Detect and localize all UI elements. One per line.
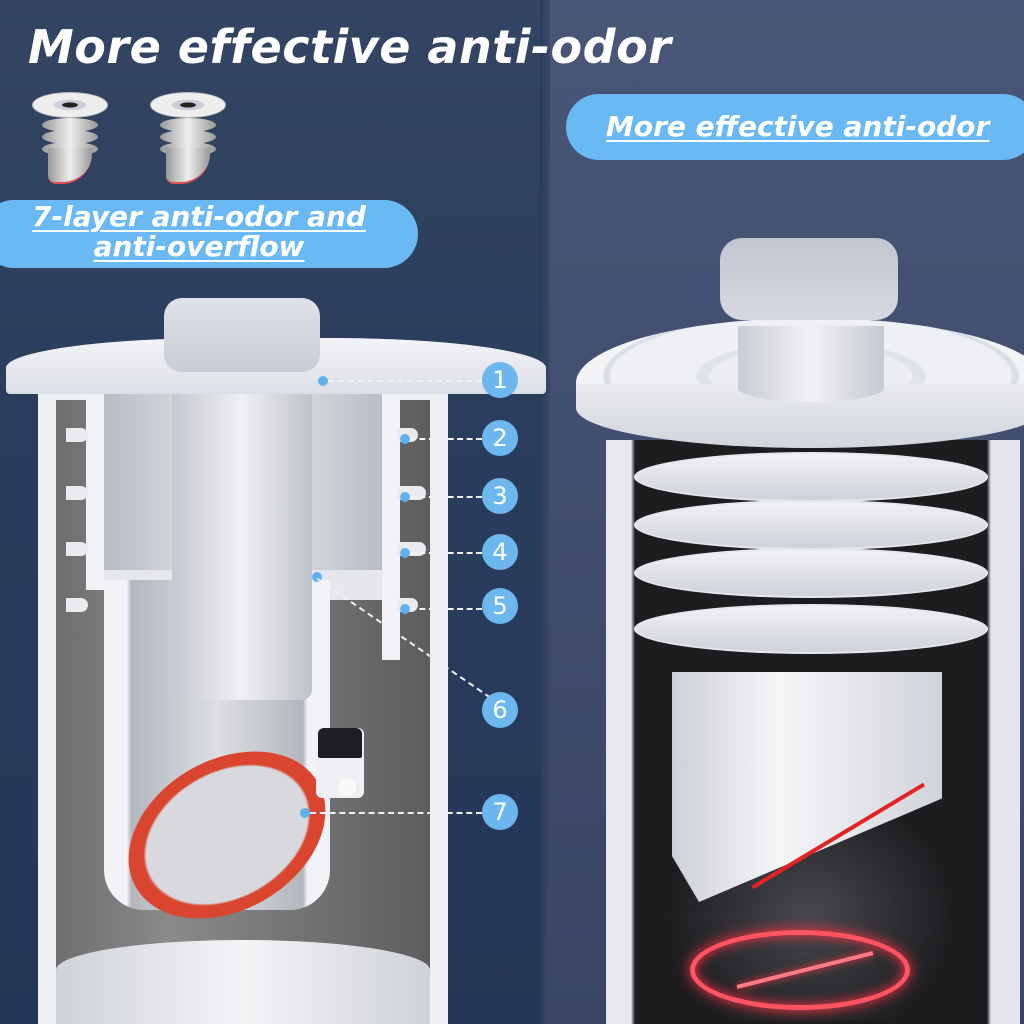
headline: More effective anti-odor <box>28 20 672 74</box>
bellow-ring <box>634 500 988 550</box>
seal-fin <box>66 542 88 556</box>
feature-line-1: 7-layer anti-odor and <box>32 200 366 233</box>
bottom-sleeve <box>56 940 430 1024</box>
feature-pill-7-layer: 7-layer anti-odor and anti-overflow <box>0 200 418 268</box>
callout-5: 5 <box>482 588 518 624</box>
callout-3: 3 <box>482 478 518 514</box>
callout-7: 7 <box>482 794 518 830</box>
hinge-pin <box>338 778 356 796</box>
pipe-cap-right <box>720 238 898 320</box>
bellow-ring <box>634 548 988 598</box>
product-thumbnail <box>148 92 228 188</box>
callout-6: 6 <box>482 692 518 728</box>
product-thumbnail <box>30 92 110 188</box>
feature-pill-anti-odor: More effective anti-odor <box>566 94 1024 160</box>
pipe-right <box>738 326 884 402</box>
callout-4: 4 <box>482 534 518 570</box>
feature-label: More effective anti-odor <box>606 110 990 143</box>
hinge-weight <box>318 728 362 758</box>
center-pipe <box>172 360 312 700</box>
seal-fin <box>66 598 88 612</box>
prohibition-ring-icon <box>690 930 910 1010</box>
bellow-ring <box>634 452 988 502</box>
bellow-ring <box>634 604 988 654</box>
pipe-cap <box>164 298 320 372</box>
wall-right <box>382 390 400 660</box>
panel-divider <box>540 0 550 1024</box>
seal-fin <box>66 428 88 442</box>
callout-2: 2 <box>482 420 518 456</box>
feature-line-2: anti-overflow <box>93 230 305 263</box>
seal-fin <box>66 486 88 500</box>
wall-left <box>86 390 104 590</box>
callout-1: 1 <box>482 362 518 398</box>
